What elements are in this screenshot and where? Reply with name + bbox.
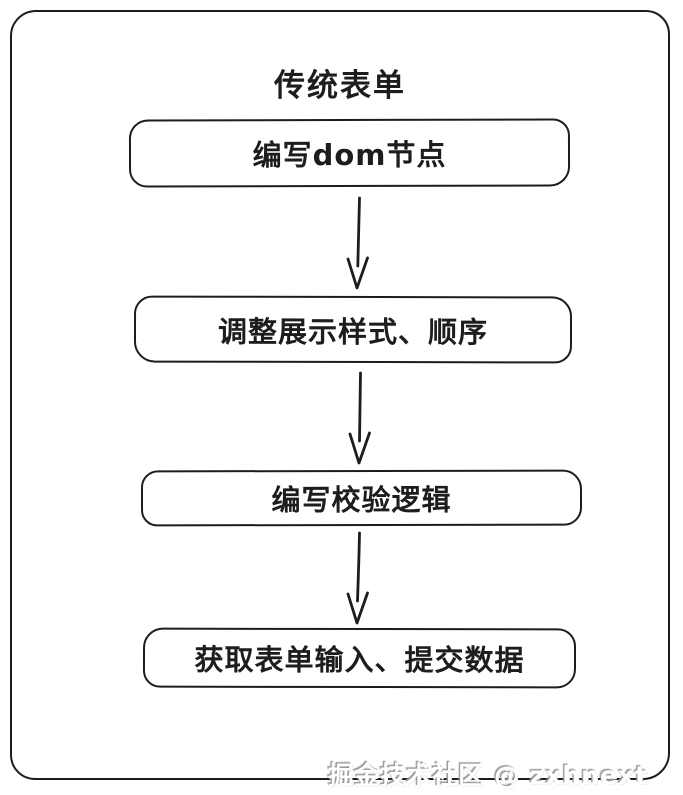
diagram-title: 传统表单 bbox=[274, 68, 406, 104]
diagram-frame: 传统表单 编写dom节点 调整展示样式、顺序 编写校验逻辑 获取表单输入、提交数… bbox=[10, 10, 670, 790]
step-box-write-validation: 编写校验逻辑 bbox=[140, 469, 583, 527]
step-box-write-dom: 编写dom节点 bbox=[128, 118, 571, 188]
arrow-down-icon bbox=[348, 371, 371, 465]
step-box-adjust-style-order: 调整展示样式、顺序 bbox=[133, 295, 573, 364]
step-label: 编写dom节点 bbox=[252, 137, 447, 173]
watermark: 掘金技术社区 @ zxhnext bbox=[328, 761, 648, 790]
arrow-down-icon bbox=[346, 196, 369, 290]
arrow-down-icon bbox=[346, 531, 369, 625]
step-label: 调整展示样式、顺序 bbox=[217, 314, 489, 349]
step-label: 获取表单输入、提交数据 bbox=[194, 642, 525, 678]
step-label: 编写校验逻辑 bbox=[271, 482, 452, 518]
step-box-get-input-submit: 获取表单输入、提交数据 bbox=[142, 627, 577, 689]
